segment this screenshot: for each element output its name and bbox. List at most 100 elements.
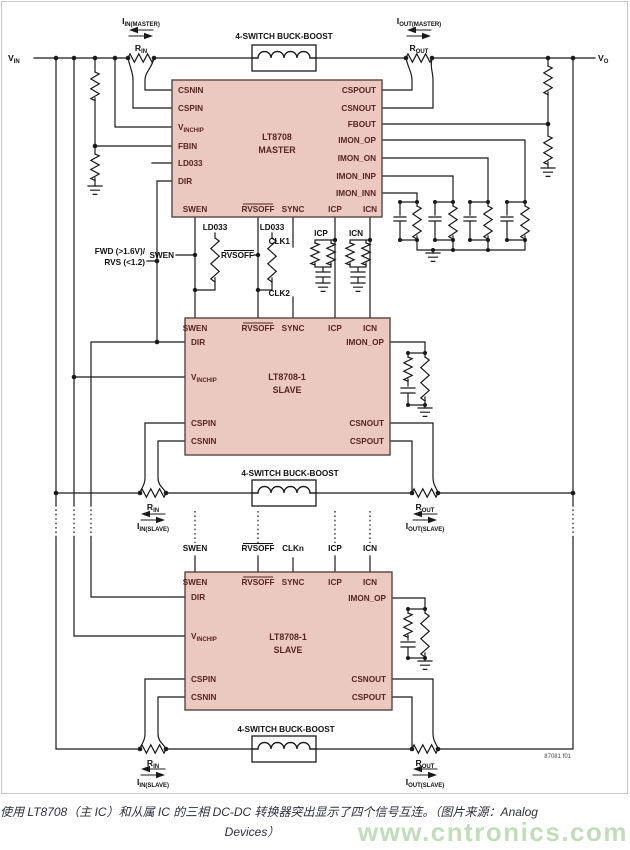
slave2-ic-block: LT8708-1 SLAVE SWEN RVSOFF SYNC ICP ICN … (183, 571, 393, 711)
rout-label-slave1: ROUT (416, 502, 435, 514)
buck-boost-label: 4-SWITCH BUCK-BOOST (235, 32, 332, 41)
rout-label-slave2: ROUT (416, 758, 435, 770)
pin-cspout: CSPOUT (342, 86, 376, 95)
vin-label: VIN (8, 53, 20, 65)
pin-csnout: CSNOUT (351, 675, 386, 684)
pin-sync: SYNC (282, 578, 305, 587)
dotted-wires (55, 505, 574, 543)
pin-icn: ICN (363, 578, 377, 587)
icp-label-2: ICP (328, 544, 342, 553)
pin-icp: ICP (328, 578, 342, 587)
rin-label-slave2: RIN (147, 758, 159, 770)
fwd-rvs-label-line1: FWD (>1.6V)/ (95, 247, 146, 256)
watermark: www.cntronics.com (357, 817, 628, 847)
pin-cspin: CSPIN (191, 675, 216, 684)
buck-boost-label: 4-SWITCH BUCK-BOOST (237, 725, 334, 734)
rout-label-master: ROUT (410, 43, 429, 55)
iin-slave2-label: IIN(SLAVE) (137, 777, 169, 789)
icn-label: ICN (349, 229, 363, 238)
slave1-ic-body (184, 317, 391, 456)
pin-dir: DIR (191, 593, 205, 602)
slave2-ic-body (184, 571, 393, 711)
iout-master-label: IOUT(MASTER) (397, 16, 441, 28)
pin-imon-inn: IMON_INN (336, 189, 376, 198)
signal-labels: LD033 LD033 SWEN RVSOFF CLK1 CLK2 ICP IC… (95, 223, 572, 760)
pin-dir: DIR (178, 177, 192, 186)
buck-boost-slave2: 4-SWITCH BUCK-BOOST (237, 725, 335, 763)
pin-csnin: CSNIN (191, 437, 217, 446)
pin-ld033: LD033 (178, 159, 203, 168)
pin-rvsoff: RVSOFF (241, 578, 274, 587)
pin-icp: ICP (328, 324, 342, 333)
pin-csnin: CSNIN (178, 86, 204, 95)
pin-imon-inp: IMON_INP (336, 172, 376, 181)
slave1-subtitle: SLAVE (273, 385, 302, 395)
ld033-label-2: LD033 (260, 223, 285, 232)
pin-csnout: CSNOUT (341, 104, 376, 113)
pin-vinchip: VINCHIP (178, 123, 204, 134)
pin-fbin: FBIN (178, 142, 197, 151)
pin-vinchip: VINCHIP (191, 373, 217, 384)
master-ic-block: LT8708 MASTER CSNIN CSPIN VINCHIP FBIN L… (171, 79, 383, 218)
figure-note: 87081 f01 (544, 754, 571, 760)
buck-boost-master: 4-SWITCH BUCK-BOOST (235, 32, 333, 72)
pin-imon-on: IMON_ON (338, 154, 376, 163)
pin-fbout: FBOUT (348, 120, 376, 129)
figure-caption-line1: 图 6：使用 LT8708（主 IC）和从属 IC 的三相 DC-DC 转换器突… (0, 805, 538, 819)
master-ic-body (171, 79, 383, 218)
buck-boost-label: 4-SWITCH BUCK-BOOST (241, 469, 338, 478)
pin-cspout: CSPOUT (350, 437, 384, 446)
rin-label-slave1: RIN (147, 502, 159, 514)
pin-swen: SWEN (183, 205, 208, 214)
pin-sync: SYNC (282, 324, 305, 333)
iin-slave1-label: IIN(SLAVE) (137, 521, 169, 533)
pin-icp: ICP (328, 205, 342, 214)
slave2-subtitle: SLAVE (274, 645, 303, 655)
pin-cspin: CSPIN (178, 104, 203, 113)
clk2-label: CLK2 (269, 289, 291, 298)
pin-sync: SYNC (282, 205, 305, 214)
vo-label: VO (598, 53, 609, 65)
buck-boost-slave1: 4-SWITCH BUCK-BOOST (241, 469, 339, 507)
icn-label-2: ICN (363, 544, 377, 553)
iout-slave1-label: IOUT(SLAVE) (406, 521, 445, 533)
junction-dots (53, 55, 576, 752)
diagram-border (1, 1, 628, 794)
pin-imon-op: IMON_OP (346, 338, 384, 347)
pin-dir: DIR (191, 338, 205, 347)
icp-label: ICP (314, 229, 328, 238)
iin-master-label: IIN(MASTER) (122, 16, 160, 28)
rvsoff-label: RVSOFF (221, 251, 254, 260)
swen-label: SWEN (149, 251, 174, 260)
pin-swen: SWEN (183, 324, 208, 333)
pin-rvsoff: RVSOFF (241, 205, 274, 214)
pin-csnout: CSNOUT (349, 419, 384, 428)
pin-rvsoff: RVSOFF (241, 324, 274, 333)
pin-cspin: CSPIN (191, 419, 216, 428)
fwd-rvs-label-line2: RVS (<1.2) (104, 258, 145, 267)
rin-label-master: RIN (135, 43, 147, 55)
power-labels: VIN VO IIN(MASTER) RIN IOUT(MASTER) ROUT… (8, 16, 609, 789)
master-subtitle: MASTER (258, 145, 296, 155)
pin-icn: ICN (363, 205, 377, 214)
swen-label-2: SWEN (183, 544, 208, 553)
pin-cspout: CSPOUT (352, 693, 386, 702)
slave1-ic-block: LT8708-1 SLAVE SWEN RVSOFF SYNC ICP ICN … (183, 317, 391, 456)
pin-imon-op: IMON_OP (348, 594, 386, 603)
slave2-title: LT8708-1 (269, 632, 307, 642)
rvsoff-label-2: RVSOFF (241, 544, 274, 553)
inductor-icons (251, 50, 317, 750)
wires (33, 50, 596, 750)
clkn-label: CLKn (282, 544, 304, 553)
slave1-title: LT8708-1 (268, 372, 306, 382)
pin-icn: ICN (363, 324, 377, 333)
ld033-label-1: LD033 (203, 223, 228, 232)
pin-vinchip: VINCHIP (191, 632, 217, 643)
pin-imon-op: IMON_OP (338, 136, 376, 145)
figure-caption-line2: Devices） (225, 825, 280, 839)
master-title: LT8708 (262, 132, 292, 142)
clk1-label: CLK1 (269, 237, 291, 246)
iout-slave2-label: IOUT(SLAVE) (406, 777, 445, 789)
